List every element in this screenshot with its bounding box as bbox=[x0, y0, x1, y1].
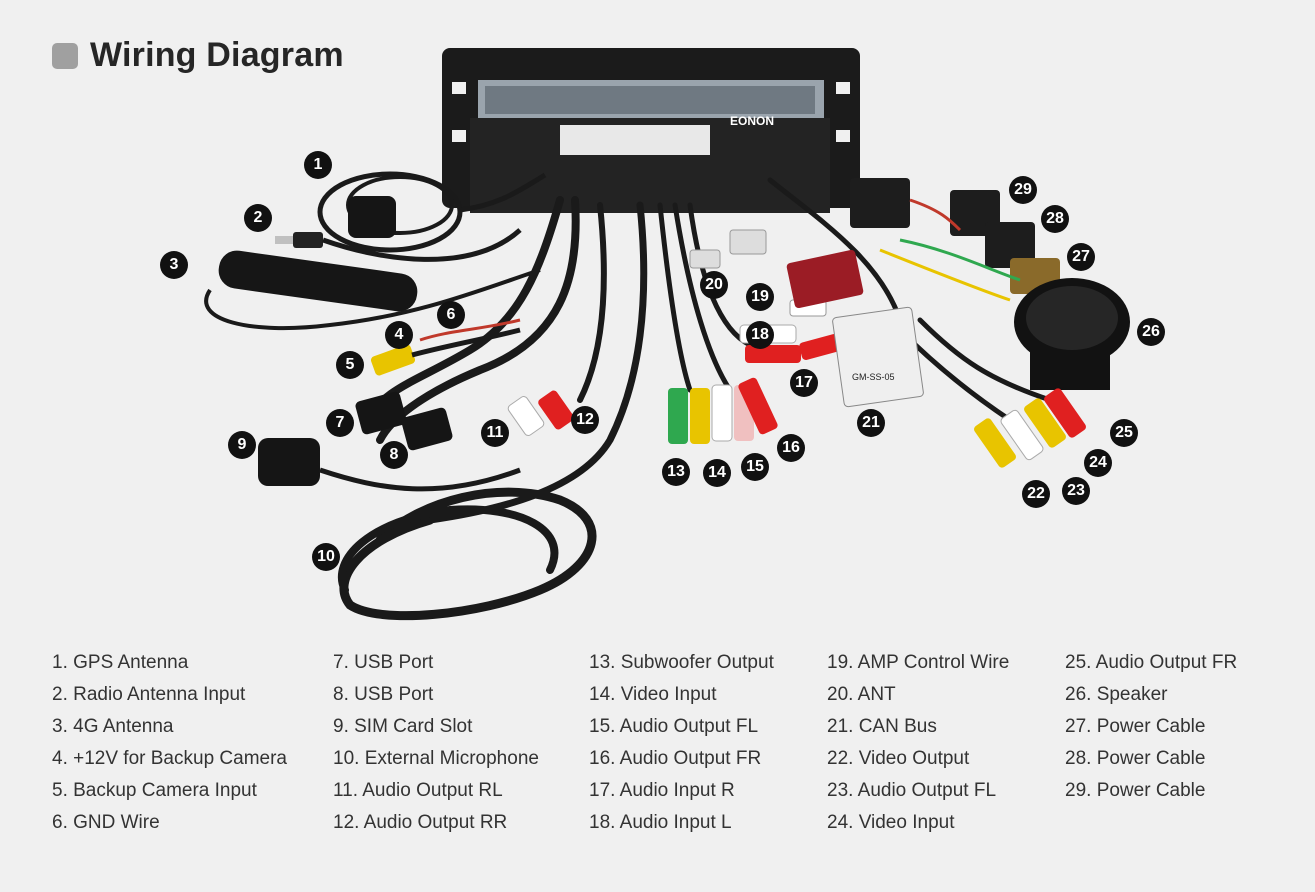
legend-item: 2. Radio Antenna Input bbox=[52, 684, 246, 705]
callout-18: 18 bbox=[746, 321, 774, 349]
callout-5: 5 bbox=[336, 351, 364, 379]
callout-6: 6 bbox=[437, 301, 465, 329]
callout-23: 23 bbox=[1062, 477, 1090, 505]
callout-8: 8 bbox=[380, 441, 408, 469]
legend-item: 15. Audio Output FL bbox=[589, 716, 759, 737]
legend-item: 19. AMP Control Wire bbox=[827, 652, 1010, 673]
legend-column-5: 25. Audio Output FR 26. Speaker 27. Powe… bbox=[1065, 650, 1237, 810]
sim-card-module bbox=[258, 438, 521, 492]
legend-item: 13. Subwoofer Output bbox=[589, 652, 774, 673]
legend-item: 26. Speaker bbox=[1065, 684, 1168, 705]
legend-item: 8. USB Port bbox=[333, 684, 434, 705]
callout-16: 16 bbox=[777, 434, 805, 462]
power-connectors bbox=[850, 178, 1060, 302]
rca-cluster-right bbox=[974, 388, 1086, 468]
callout-14: 14 bbox=[703, 459, 731, 487]
legend-item: 27. Power Cable bbox=[1065, 716, 1206, 737]
legend-item: 1. GPS Antenna bbox=[52, 652, 189, 673]
4g-antenna bbox=[204, 250, 541, 331]
callout-4: 4 bbox=[385, 321, 413, 349]
legend-item: 6. GND Wire bbox=[52, 812, 160, 833]
radio-antenna-plug bbox=[275, 228, 522, 262]
callout-26: 26 bbox=[1137, 318, 1165, 346]
can-bus-module: GM-SS-05 bbox=[786, 249, 924, 408]
legend-item: 21. CAN Bus bbox=[827, 716, 937, 737]
title-square-icon bbox=[52, 42, 78, 69]
callout-21: 21 bbox=[857, 409, 885, 437]
page-title: Wiring Diagram bbox=[90, 36, 344, 74]
header: Wiring Diagram bbox=[52, 36, 344, 75]
legend-column-1: 1. GPS Antenna 2. Radio Antenna Input 3.… bbox=[52, 650, 287, 842]
legend-item: 11. Audio Output RL bbox=[333, 780, 503, 801]
legend-item: 25. Audio Output FR bbox=[1065, 652, 1238, 673]
callout-1: 1 bbox=[304, 151, 332, 179]
callout-17: 17 bbox=[790, 369, 818, 397]
callout-13: 13 bbox=[662, 458, 690, 486]
legend-item: 23. Audio Output FL bbox=[827, 780, 997, 801]
legend-item: 9. SIM Card Slot bbox=[333, 716, 473, 737]
legend-item: 14. Video Input bbox=[589, 684, 717, 705]
legend-column-3: 13. Subwoofer Output 14. Video Input 15.… bbox=[589, 650, 774, 842]
callout-27: 27 bbox=[1067, 243, 1095, 271]
callout-7: 7 bbox=[326, 409, 354, 437]
legend-item: 4. +12V for Backup Camera bbox=[52, 748, 287, 769]
callout-12: 12 bbox=[571, 406, 599, 434]
legend-item: 3. 4G Antenna bbox=[52, 716, 174, 737]
callout-10: 10 bbox=[312, 543, 340, 571]
callout-20: 20 bbox=[700, 271, 728, 299]
legend-column-4: 19. AMP Control Wire 20. ANT 21. CAN Bus… bbox=[827, 650, 1009, 842]
rca-cluster-rear bbox=[507, 390, 574, 436]
legend-item: 12. Audio Output RR bbox=[333, 812, 508, 833]
legend-item: 10. External Microphone bbox=[333, 748, 539, 769]
legend-item: 29. Power Cable bbox=[1065, 780, 1206, 801]
legend-item: 20. ANT bbox=[827, 684, 896, 705]
callout-3: 3 bbox=[160, 251, 188, 279]
legend-item: 17. Audio Input R bbox=[589, 780, 735, 801]
callout-11: 11 bbox=[481, 419, 509, 447]
brand-logo: EONON bbox=[730, 114, 774, 128]
rca-cluster-front bbox=[668, 377, 778, 444]
callout-22: 22 bbox=[1022, 480, 1050, 508]
callout-24: 24 bbox=[1084, 449, 1112, 477]
legend-item: 18. Audio Input L bbox=[589, 812, 732, 833]
gps-antenna bbox=[317, 171, 547, 253]
legend-item: 16. Audio Output FR bbox=[589, 748, 762, 769]
backup-camera-rca bbox=[370, 318, 521, 376]
head-unit: EONON bbox=[442, 48, 860, 213]
callout-2: 2 bbox=[244, 204, 272, 232]
callout-29: 29 bbox=[1009, 176, 1037, 204]
module-label: GM-SS-05 bbox=[852, 372, 895, 382]
legend-item: 24. Video Input bbox=[827, 812, 955, 833]
legend-item: 28. Power Cable bbox=[1065, 748, 1206, 769]
legend-item: 5. Backup Camera Input bbox=[52, 780, 257, 801]
legend-column-2: 7. USB Port 8. USB Port 9. SIM Card Slot… bbox=[333, 650, 539, 842]
wiring-diagram: EONON bbox=[204, 48, 1130, 621]
callout-9: 9 bbox=[228, 431, 256, 459]
speaker bbox=[1014, 278, 1130, 390]
callout-28: 28 bbox=[1041, 205, 1069, 233]
legend-item: 22. Video Output bbox=[827, 748, 970, 769]
callout-25: 25 bbox=[1110, 419, 1138, 447]
usb-ports bbox=[355, 391, 453, 451]
legend-item: 7. USB Port bbox=[333, 652, 434, 673]
callout-19: 19 bbox=[746, 283, 774, 311]
callout-15: 15 bbox=[741, 453, 769, 481]
